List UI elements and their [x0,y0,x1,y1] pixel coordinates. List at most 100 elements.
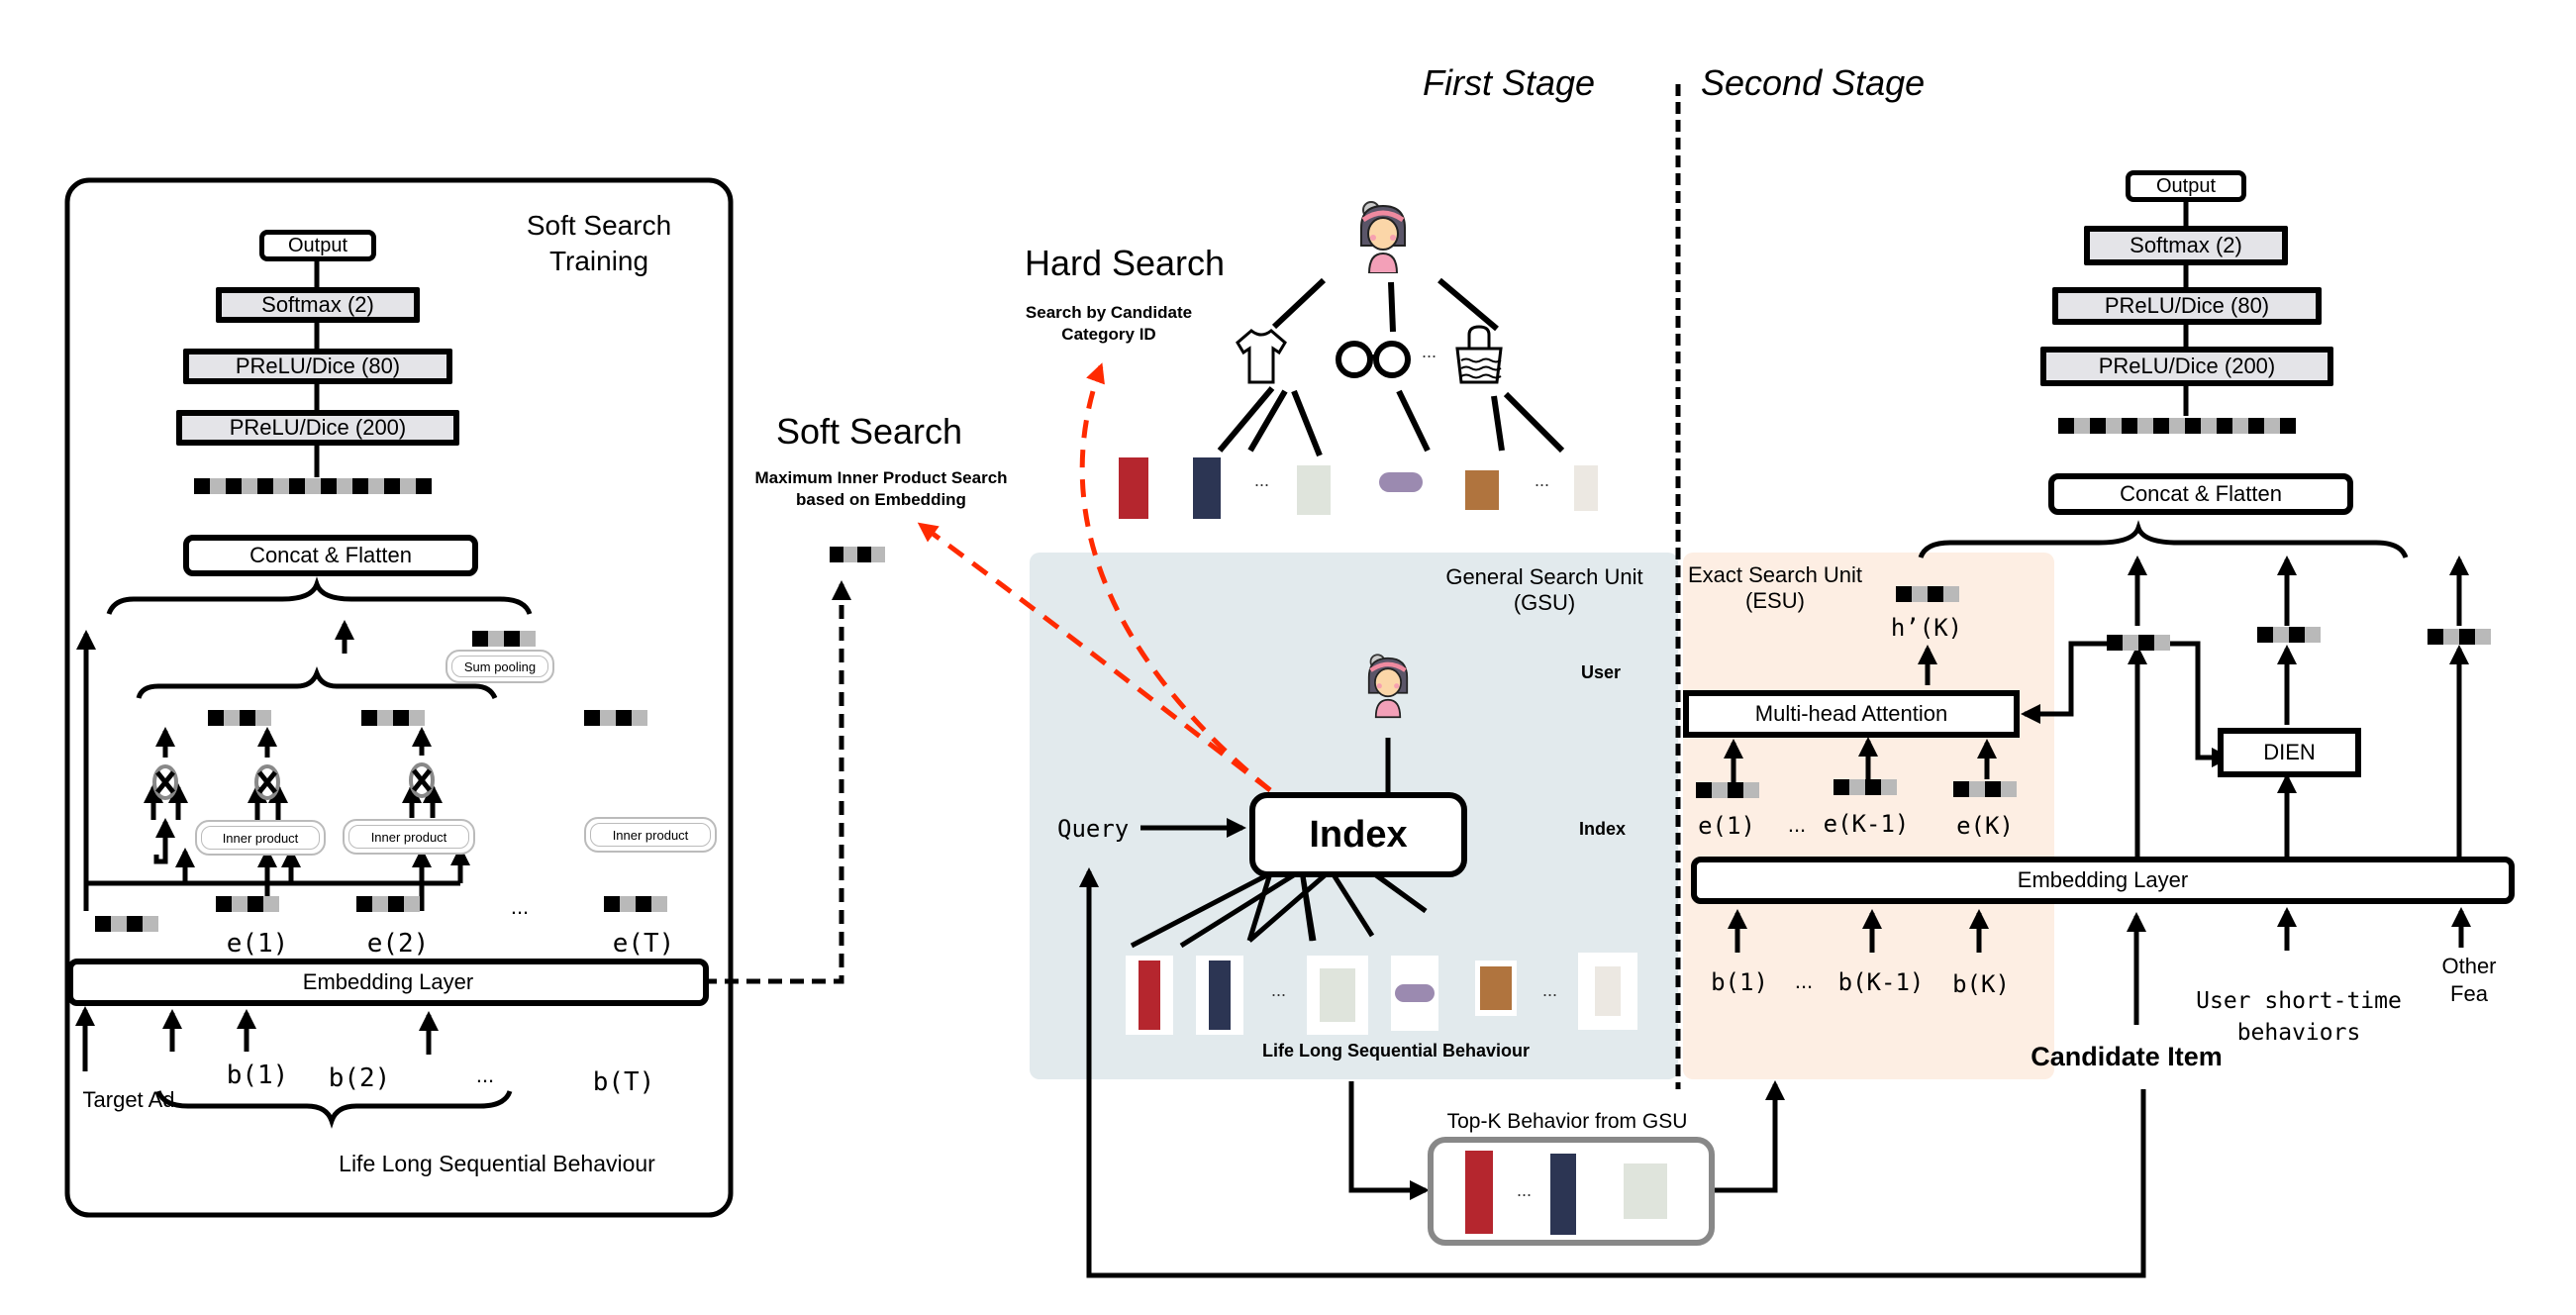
flattened-vector-right [2058,418,2296,434]
sum-pooling-node: Sum pooling [446,650,554,683]
gsu-sequence-label: Life Long Sequential Behaviour [1261,1041,1531,1061]
esu-embedding-vector-k1 [1833,779,1897,795]
second-stage-title: Second Stage [1701,62,1926,103]
esu-embedding-label-1: e(1) [1698,812,1755,840]
target-ad-embedding [95,916,158,932]
embedding-layer-right: Embedding Layer [1691,857,2515,904]
weighted-vector-1 [208,710,271,726]
product-sunglasses-top [1379,472,1423,492]
esu-region [1683,553,2054,1079]
gsu-product-handbag [1475,961,1517,1016]
esu-embedding-ellipsis: ... [1787,812,1807,837]
short-time-line-1: User short-time [2196,988,2402,1014]
esu-output-vector [1896,586,1959,602]
gsu-product-ellipsis-2: ... [1542,980,1558,1000]
embedding-vector-2 [356,896,420,912]
softmax-layer-left: Softmax (2) [216,287,420,323]
behavior-ellipsis: ... [475,1062,495,1087]
hard-search-subtitle-line-2: Category ID [1061,325,1156,344]
weighted-vector-2 [361,710,425,726]
product-red-dress-top [1119,457,1148,519]
flattened-vector-left [194,478,432,494]
index-node[interactable]: Index [1249,792,1467,877]
hard-search-title: Hard Search [1024,243,1226,283]
gsu-title-line-1: General Search Unit [1445,564,1643,589]
embedding-label-t: e(T) [612,929,675,959]
soft-search-vector [830,547,885,562]
topk-shirt [1624,1163,1667,1219]
multi-head-attention-node: Multi-head Attention [1683,690,2020,738]
dien-node: DIEN [2218,728,2361,777]
esu-title: Exact Search Unit (ESU) [1688,562,1862,614]
gsu-title: General Search Unit (GSU) [1445,564,1642,616]
weighted-vector-t [584,710,647,726]
behavior-label-t: b(T) [592,1067,655,1097]
t-shirt-icon [1236,329,1287,384]
esu-embedding-vector-k [1953,781,2017,797]
concat-flatten-right: Concat & Flatten [2048,473,2353,515]
topk-ellipsis: ... [1517,1180,1533,1200]
concat-flatten-left: Concat & Flatten [183,535,478,576]
esu-title-line-2: (ESU) [1745,588,1805,613]
topk-floral-dress [1550,1154,1576,1235]
title-line-1: Soft Search [526,210,672,241]
soft-search-subtitle-line-2: based on Embedding [796,490,966,509]
esu-behavior-label-k: b(K) [1952,970,2010,998]
other-line-1: Other [2441,954,2497,978]
product-bucket-bag-top [1574,465,1598,511]
user-avatar-icon [1360,201,1406,273]
target-ad-label: Target Ad [82,1087,175,1112]
soft-search-subtitle-line-1: Maximum Inner Product Search [754,468,1008,487]
product-ellipsis-2: ... [1535,470,1550,490]
embedding-layer-left: Embedding Layer [67,959,709,1006]
other-line-2: Fea [2450,981,2488,1006]
output-node-right: Output [2126,170,2246,202]
esu-behavior-label-1: b(1) [1711,968,1768,996]
candidate-embedding-vector [2107,635,2170,651]
embedding-ellipsis: ... [510,894,530,919]
topk-label: Top-K Behavior from GSU [1446,1110,1688,1133]
candidate-item-label: Candidate Item [2031,1042,2223,1071]
product-handbag-top [1465,470,1499,510]
inner-product-node-t: Inner product [584,817,717,853]
hard-search-subtitle-line-1: Search by Candidate [1025,303,1193,322]
pooled-vector [472,631,536,647]
esu-title-line-1: Exact Search Unit [1687,562,1863,587]
behavior-label-2: b(2) [328,1063,391,1093]
product-floral-dress-top [1193,457,1221,519]
user-short-time-behaviors-label: User short-time behaviors [2196,985,2402,1049]
product-shirt-top [1297,465,1331,515]
short-time-line-2: behaviors [2236,1020,2361,1046]
soft-search-subtitle: Maximum Inner Product Search based on Em… [754,467,1007,511]
gsu-title-line-2: (GSU) [1513,590,1576,615]
esu-embedding-label-k: e(K) [1956,812,2014,840]
gsu-product-ellipsis-1: ... [1271,980,1287,1000]
gsu-product-red-dress [1126,956,1173,1035]
glasses-icon [1336,341,1411,378]
category-ellipsis: ... [1422,342,1437,361]
life-long-sequence-label-left: Life Long Sequential Behaviour [339,1151,655,1176]
topk-red-dress [1465,1151,1493,1234]
hard-search-subtitle: Search by Candidate Category ID [1026,302,1192,346]
esu-embedding-vector-1 [1696,782,1759,798]
prelu80-layer-left: PReLU/Dice (80) [183,349,452,384]
bag-icon [1455,325,1503,384]
embedding-vector-t [604,896,667,912]
embedding-label-2: e(2) [366,929,430,959]
other-features-label: Other Fea [2441,953,2496,1008]
inner-product-node-2: Inner product [343,819,475,855]
dien-output-vector [2257,627,2321,643]
prelu80-layer-right: PReLU/Dice (80) [2052,287,2322,325]
esu-embedding-label-k1: e(K-1) [1823,810,1910,838]
esu-behavior-ellipsis: ... [1794,968,1814,993]
gsu-product-bucket-bag [1578,953,1637,1030]
first-stage-title: First Stage [1423,62,1596,103]
behavior-label-1: b(1) [226,1061,289,1090]
gsu-product-sunglasses [1391,956,1438,1031]
output-node-left: Output [259,230,376,261]
inner-product-node-1: Inner product [195,820,326,856]
esu-h-label: h’(K) [1890,614,1963,642]
soft-search-title: Soft Search [775,411,963,452]
softmax-layer-right: Softmax (2) [2084,226,2288,265]
